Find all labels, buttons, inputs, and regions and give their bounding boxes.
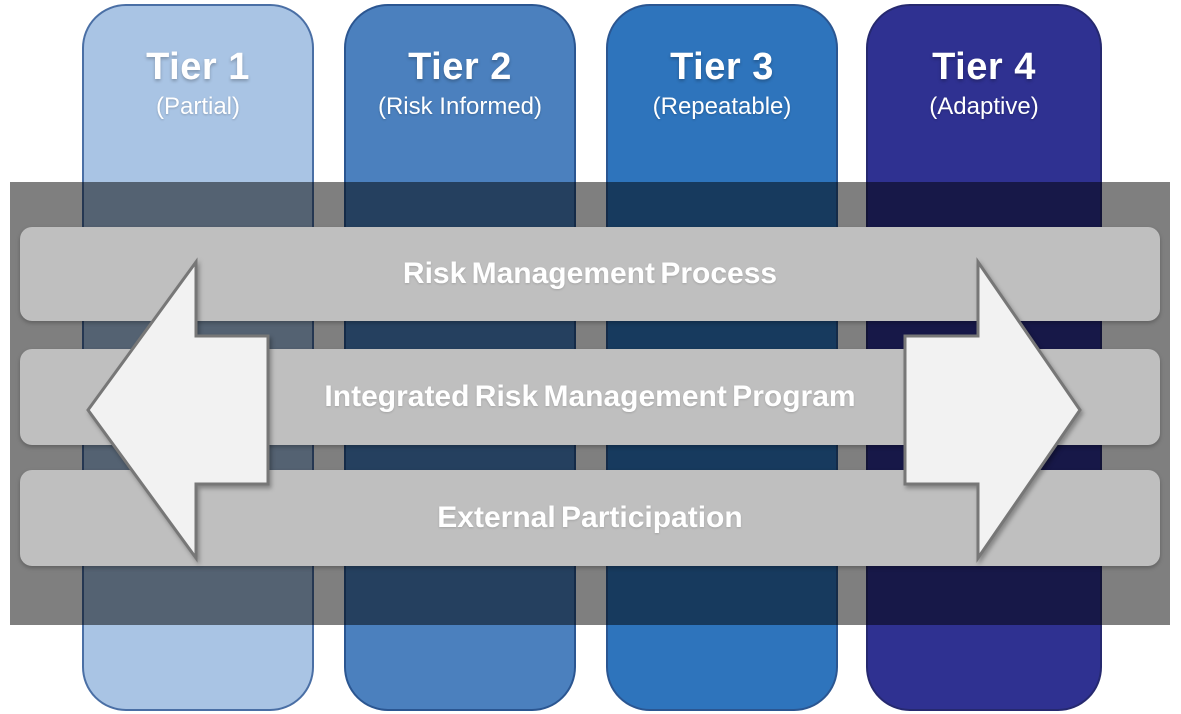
bar-risk-management-process: Risk Management Process bbox=[20, 227, 1160, 321]
tier-2-subtitle: (Risk Informed) bbox=[377, 92, 543, 120]
bar-integrated-risk-management-program-label: Integrated Risk Management Program bbox=[324, 380, 856, 413]
bar-external-participation-label: External Participation bbox=[437, 501, 743, 534]
tier-2-title: Tier 2 bbox=[408, 46, 512, 88]
bar-risk-management-process-label: Risk Management Process bbox=[402, 257, 778, 290]
tier-4-subtitle: (Adaptive) bbox=[929, 92, 1039, 120]
tier-3-subtitle: (Repeatable) bbox=[652, 92, 792, 120]
bar-external-participation: External Participation bbox=[20, 470, 1160, 566]
bar-integrated-risk-management-program: Integrated Risk Management Program bbox=[20, 349, 1160, 445]
tier-4-title: Tier 4 bbox=[932, 46, 1036, 88]
tier-3-title: Tier 3 bbox=[670, 46, 774, 88]
tier-1-subtitle: (Partial) bbox=[155, 92, 240, 120]
tier-1-title: Tier 1 bbox=[146, 46, 250, 88]
